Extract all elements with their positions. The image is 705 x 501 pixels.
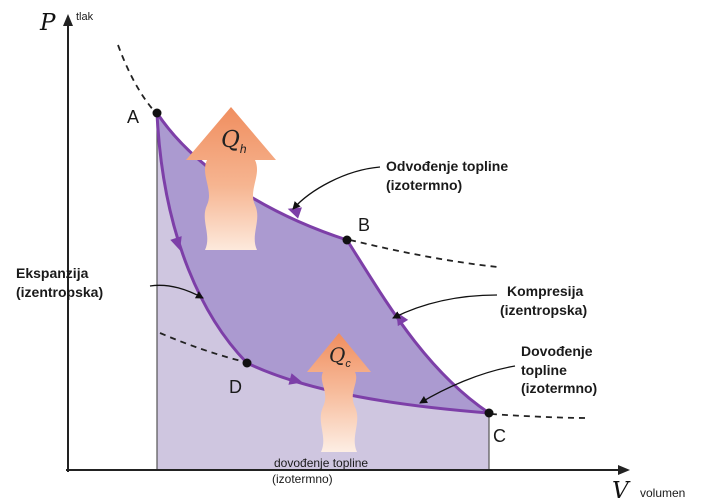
pointer-heat-rejection (293, 167, 380, 209)
p-axis-symbol: P (39, 10, 56, 36)
p-axis-arrowhead (63, 14, 73, 26)
state-point-b (343, 236, 352, 245)
point-label-b: B (358, 215, 370, 235)
point-label-d: D (229, 377, 242, 397)
state-point-a (153, 109, 162, 118)
v-axis-arrowhead (618, 465, 630, 475)
pointer-compression (393, 295, 497, 318)
state-point-d (243, 359, 252, 368)
annotation-heat-rejection: Odvođenje topline (izotermno) (386, 158, 512, 193)
v-axis-label: volumen (640, 486, 685, 500)
p-axis-label: tlak (76, 11, 94, 23)
isotherm-hot-extension-right (350, 240, 498, 267)
point-label-c: C (493, 426, 506, 446)
v-axis-symbol: V (612, 478, 631, 501)
point-label-a: A (127, 107, 139, 127)
isotherm-hot-extension-left (118, 45, 155, 112)
isotherm-cold-extension-right (491, 414, 588, 418)
annotation-compression: Kompresija (izentropska) (500, 283, 587, 318)
annotation-heat-addition: Dovođenje topline (izotermno) (521, 343, 597, 396)
state-point-c (485, 409, 494, 418)
annotation-expansion: Ekspanzija (izentropska) (16, 265, 103, 300)
